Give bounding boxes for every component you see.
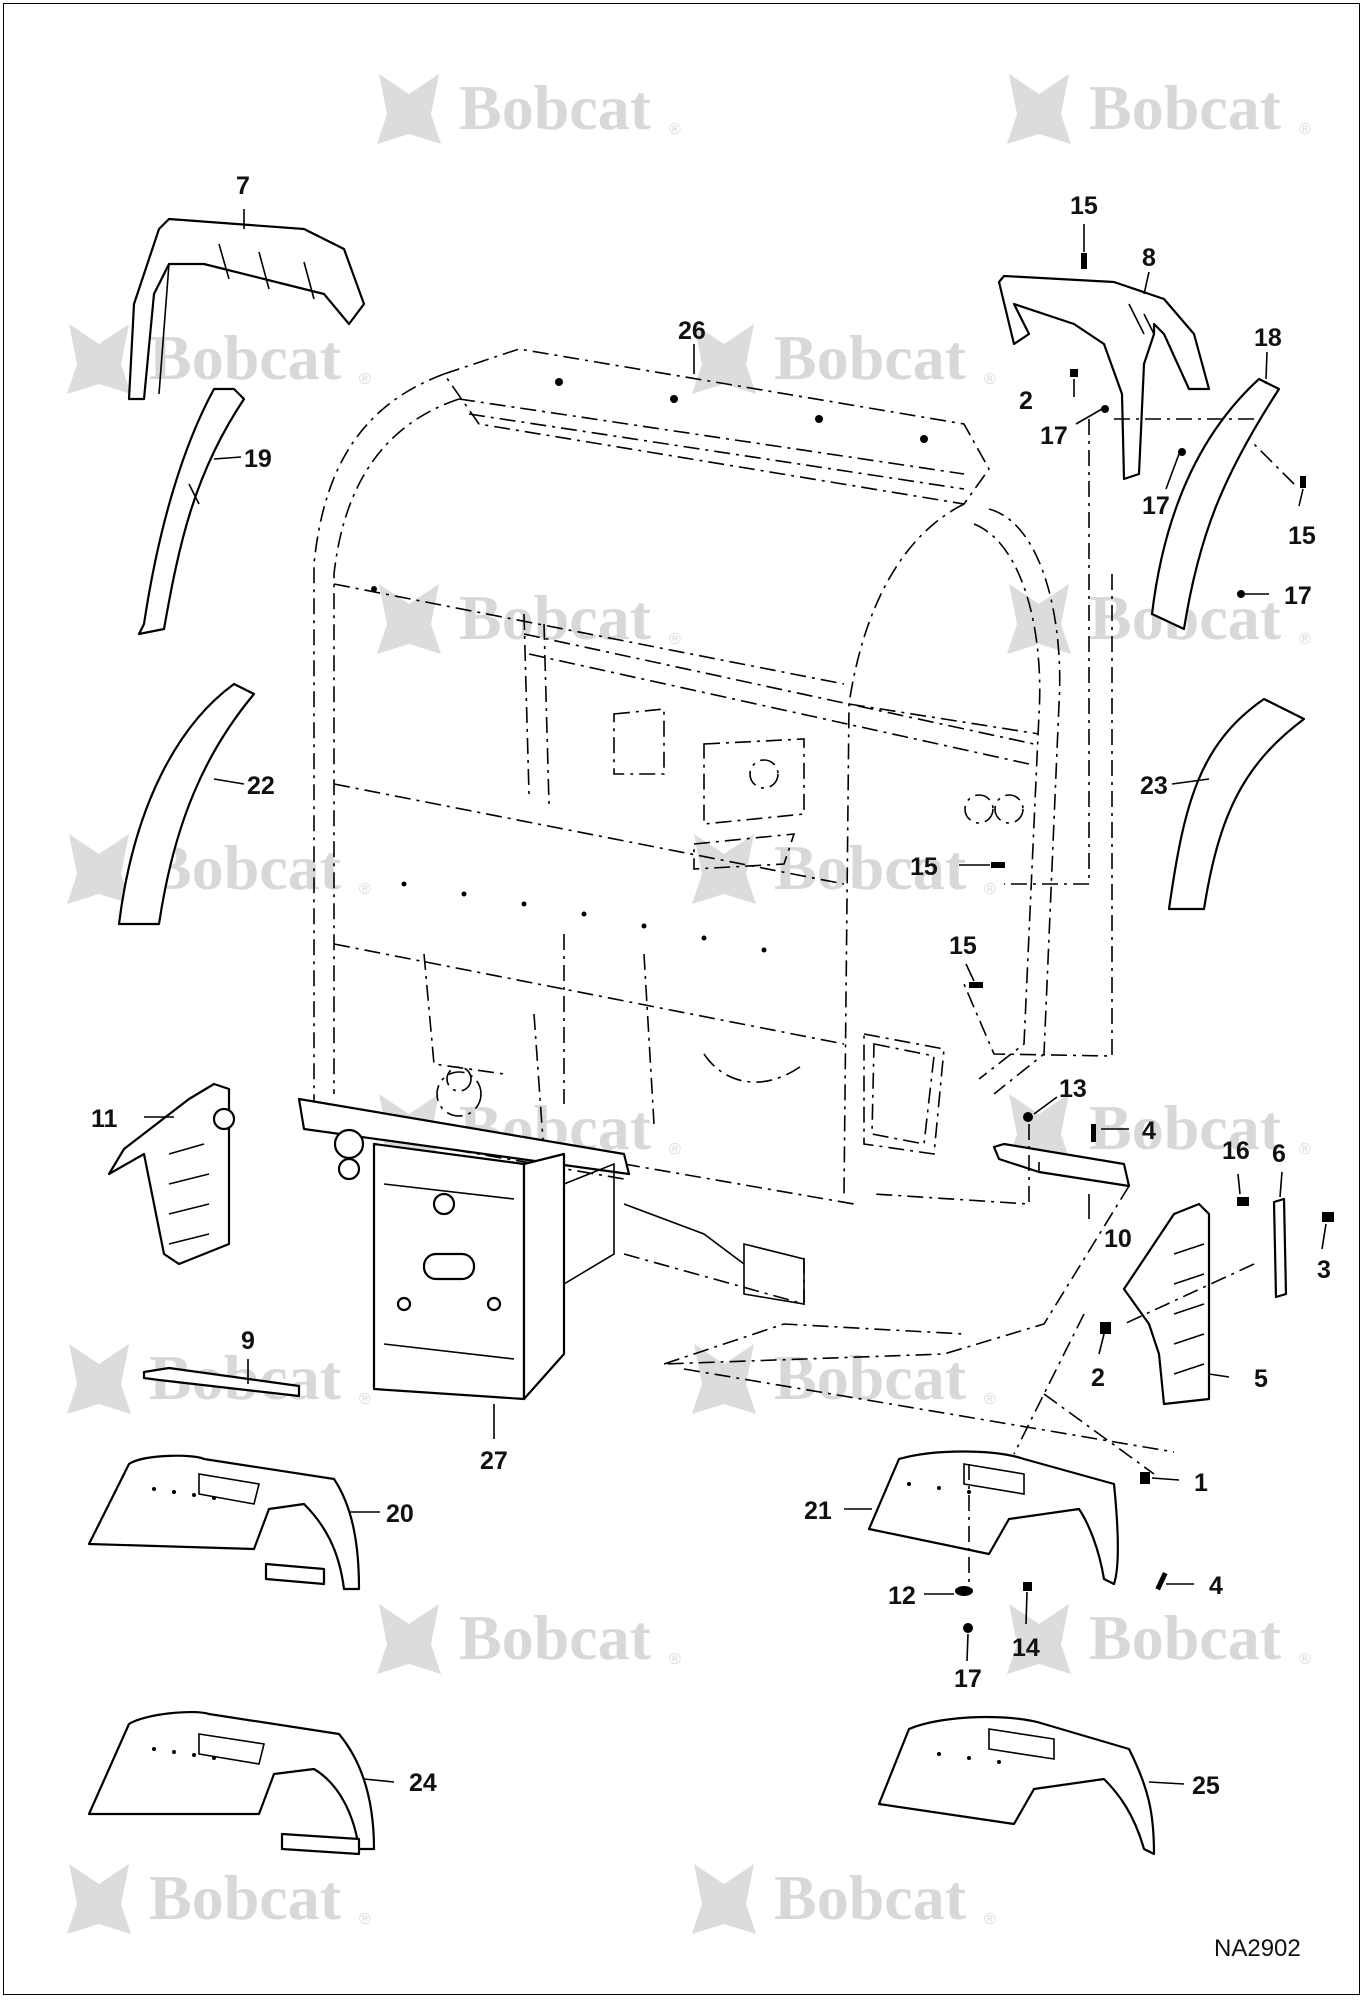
- watermark-text: Bobcat: [774, 832, 967, 903]
- callout-26: 26: [678, 317, 706, 345]
- part-27-base-frame: [297, 1097, 805, 1401]
- svg-text:®: ®: [1299, 631, 1311, 648]
- callout-10: 10: [1104, 1225, 1132, 1253]
- callout-labels: 7 15 8 18 26 2 17 17 15 17 19 22 23 15 1…: [91, 172, 1331, 1800]
- svg-text:®: ®: [359, 1391, 371, 1408]
- callout-12: 12: [888, 1582, 916, 1610]
- watermark-16: Bobcat ®: [692, 1862, 996, 1934]
- assembly-lines: [663, 418, 1295, 1584]
- callout-6: 6: [1272, 1140, 1286, 1168]
- svg-text:®: ®: [984, 1391, 996, 1408]
- part-24-left-fender-alt: [87, 1710, 376, 1856]
- callout-24: 24: [409, 1769, 437, 1797]
- callout-17: 17: [1284, 582, 1312, 610]
- svg-text:®: ®: [669, 631, 681, 648]
- part-11-left-louver: [107, 1082, 236, 1266]
- watermark-text: Bobcat: [774, 1862, 967, 1933]
- callout-14: 14: [1012, 1634, 1040, 1662]
- watermark-text: Bobcat: [1089, 1602, 1282, 1673]
- callout-17: 17: [1142, 492, 1170, 520]
- part-7-rear-left-trim: [127, 217, 366, 401]
- svg-text:®: ®: [984, 881, 996, 898]
- svg-text:®: ®: [669, 121, 681, 138]
- callout-25: 25: [1192, 1772, 1220, 1800]
- watermark-text: Bobcat: [459, 582, 652, 653]
- part-9-bracket: [142, 1366, 301, 1398]
- callout-11: 11: [91, 1105, 118, 1133]
- part-23-right-lower-trim: [1167, 697, 1306, 911]
- svg-text:®: ®: [1299, 1651, 1311, 1668]
- watermark-text: Bobcat: [1089, 72, 1282, 143]
- callout-13: 13: [1059, 1075, 1087, 1103]
- watermark-2: Bobcat ®: [1007, 72, 1311, 144]
- watermark-1: Bobcat ®: [377, 72, 681, 144]
- part-26-cab-frame: [303, 348, 1061, 1306]
- watermark-text: Bobcat: [459, 72, 652, 143]
- callout-15: 15: [949, 932, 977, 960]
- watermark-14: Bobcat ®: [1007, 1602, 1311, 1674]
- callout-27: 27: [480, 1447, 508, 1475]
- callout-23: 23: [1140, 772, 1168, 800]
- callout-16: 16: [1222, 1137, 1250, 1165]
- callout-15: 15: [910, 853, 938, 881]
- part-20-left-fender: [87, 1454, 361, 1591]
- part-8-rear-right-trim: [997, 274, 1211, 481]
- callout-15: 15: [1070, 192, 1098, 220]
- svg-text:®: ®: [1299, 1141, 1311, 1158]
- callout-19: 19: [244, 445, 272, 473]
- svg-text:®: ®: [359, 1911, 371, 1928]
- svg-text:®: ®: [359, 881, 371, 898]
- svg-text:®: ®: [984, 371, 996, 388]
- parts-diagram-sheet: Bobcat ® Bobcat ® Bobcat ® Bobcat ® Bobc…: [3, 3, 1360, 1995]
- part-22-left-lower-trim: [117, 682, 256, 926]
- hardware-fasteners: [955, 253, 1334, 1633]
- watermark-7: Bobcat ®: [67, 832, 371, 904]
- watermark-text: Bobcat: [459, 1602, 652, 1673]
- callout-7: 7: [236, 172, 250, 200]
- svg-text:®: ®: [1299, 121, 1311, 138]
- drawing-id: NA2902: [1214, 1935, 1301, 1962]
- callout-22: 22: [247, 772, 275, 800]
- watermark-13: Bobcat ®: [377, 1602, 681, 1674]
- exploded-parts-diagram: Bobcat ® Bobcat ® Bobcat ® Bobcat ® Bobc…: [67, 72, 1334, 1962]
- callout-2: 2: [1091, 1364, 1105, 1392]
- callout-8: 8: [1142, 244, 1156, 272]
- watermark-text: Bobcat: [774, 322, 967, 393]
- callout-15: 15: [1288, 522, 1316, 550]
- watermark-8: Bobcat ®: [692, 832, 996, 904]
- callout-20: 20: [386, 1500, 414, 1528]
- svg-text:®: ®: [669, 1651, 681, 1668]
- svg-text:®: ®: [359, 371, 371, 388]
- callout-9: 9: [241, 1327, 255, 1355]
- callout-18: 18: [1254, 324, 1282, 352]
- callout-17: 17: [954, 1665, 982, 1693]
- watermark-text: Bobcat: [774, 1342, 967, 1413]
- part-19-left-upper-trim: [137, 387, 246, 636]
- watermark-3: Bobcat ®: [67, 322, 371, 394]
- svg-text:®: ®: [669, 1141, 681, 1158]
- callout-4: 4: [1209, 1572, 1223, 1600]
- part-18-right-upper-trim: [1150, 377, 1281, 631]
- watermark-15: Bobcat ®: [67, 1862, 371, 1934]
- callout-leaders: [144, 209, 1327, 1785]
- watermark-text: Bobcat: [149, 322, 342, 393]
- callout-3: 3: [1317, 1256, 1331, 1284]
- part-21-right-fender: [867, 1450, 1119, 1586]
- callout-4: 4: [1142, 1117, 1156, 1145]
- callout-17: 17: [1040, 422, 1068, 450]
- watermark-5: Bobcat ®: [377, 582, 681, 654]
- part-6-strip: [1272, 1197, 1288, 1299]
- callout-2: 2: [1019, 387, 1033, 415]
- watermark-text: Bobcat: [149, 1862, 342, 1933]
- watermark-text: Bobcat: [149, 832, 342, 903]
- part-25-right-fender-alt: [877, 1715, 1156, 1856]
- watermark-4: Bobcat ®: [692, 322, 996, 394]
- watermark-text: Bobcat: [1089, 1092, 1282, 1163]
- svg-text:®: ®: [984, 1911, 996, 1928]
- callout-5: 5: [1254, 1365, 1268, 1393]
- callout-21: 21: [804, 1497, 832, 1525]
- callout-1: 1: [1194, 1469, 1208, 1497]
